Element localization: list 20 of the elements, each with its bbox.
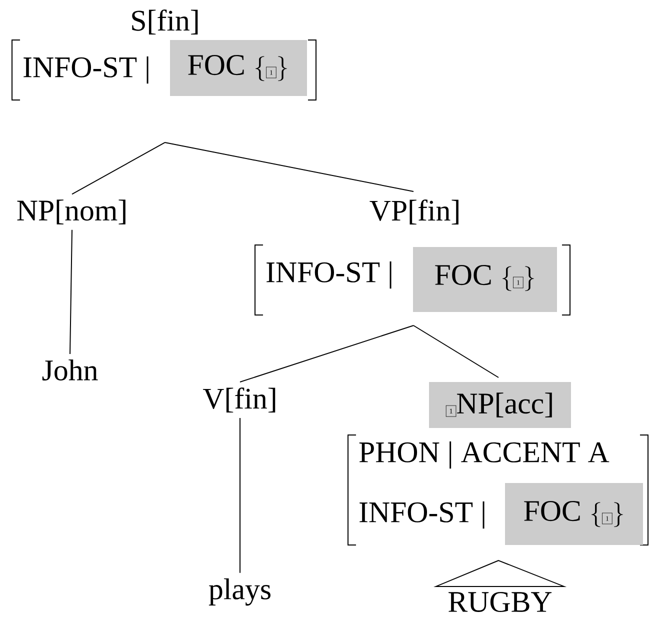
tree-branch	[413, 325, 499, 378]
tree-branch	[72, 142, 166, 195]
tree-branch	[240, 325, 414, 382]
feature-text: INFO-ST |	[266, 261, 392, 289]
feature-text: INFO-ST |	[24, 56, 148, 84]
word-label: RUGBY	[448, 592, 552, 612]
focus-box: $\mbox{FOC}\,\left\{\fbox{\scriptsize 1}\right\}$	[170, 40, 307, 96]
feature-text: PHON | ACCENT A	[359, 441, 610, 469]
word-label: plays	[208, 578, 270, 606]
focus-box: $\mbox{FOC}\,\left\{\fbox{\scriptsize 1}\right\}$	[505, 483, 643, 545]
feature-text: INFO-ST |	[360, 501, 484, 529]
focus-box: $\mbox{FOC}\,\left\{\fbox{\scriptsize 1}\right\}$	[413, 247, 557, 312]
shaded-category-label: $\fbox{\scriptsize 1}\mbox{NP[acc]}$	[429, 382, 571, 428]
category-label: NP[nom]	[17, 200, 126, 224]
category-label: VP[fin]	[370, 199, 458, 225]
tree-branch	[164, 142, 414, 192]
category-label: S[fin]	[132, 9, 198, 35]
tree-branch	[70, 229, 72, 354]
word-label: John	[42, 359, 98, 381]
category-label: V[fin]	[203, 387, 276, 413]
